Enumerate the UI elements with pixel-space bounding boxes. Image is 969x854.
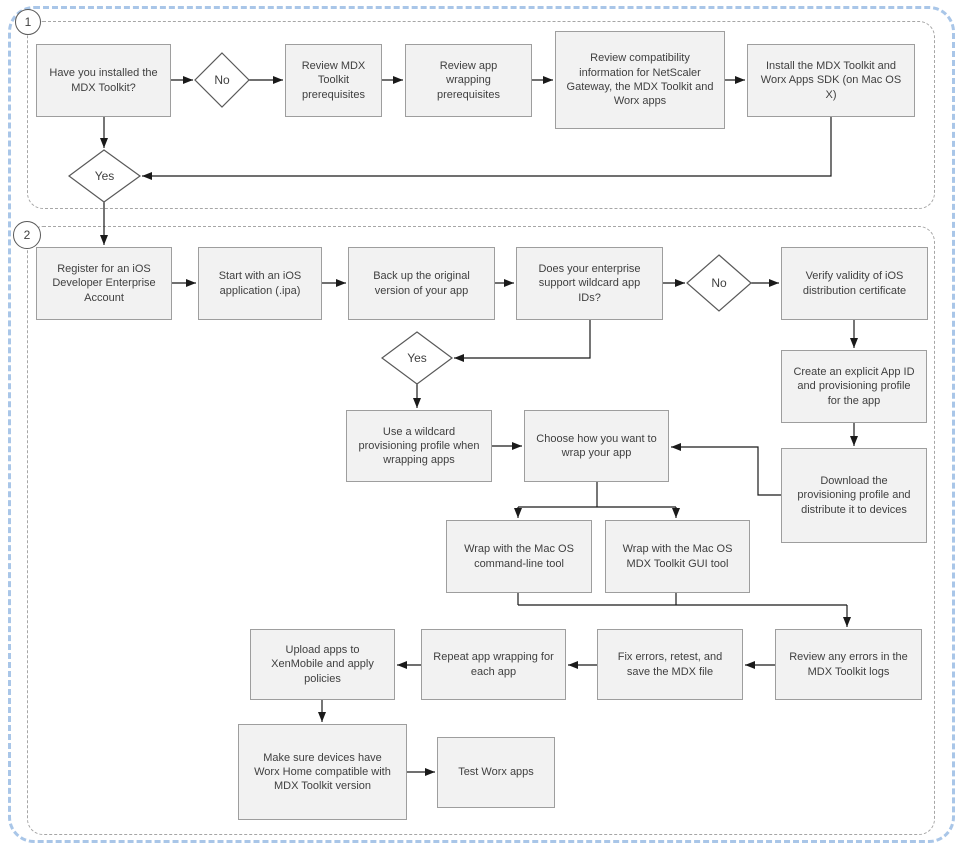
node-register-developer-account: Register for an iOS Developer Enterprise… [36,247,172,320]
node-review-mdx-prerequisites: Review MDX Toolkit prerequisites [285,44,382,117]
node-review-compatibility: Review compatibility information for Net… [555,31,725,129]
node-label: Use a wildcard provisioning profile when… [358,425,480,467]
node-upload-apps: Upload apps to XenMobile and apply polic… [250,629,395,700]
section-1-badge: 1 [15,9,41,35]
decision-yes-1-label: Yes [94,169,115,183]
node-label: Back up the original version of your app [373,270,470,297]
node-label: Review app wrapping prerequisites [437,60,500,101]
node-installed-question: Have you installed the MDX Toolkit? [36,44,171,117]
node-fix-errors: Fix errors, retest, and save the MDX fil… [597,629,743,700]
node-label: Review any errors in the MDX Toolkit log… [789,651,908,678]
node-label: Have you installed the MDX Toolkit? [49,67,158,94]
node-backup-original: Back up the original version of your app [348,247,495,320]
node-label: Does your enterprise support wildcard ap… [538,263,641,304]
node-wildcard-question: Does your enterprise support wildcard ap… [516,247,663,320]
node-repeat-wrapping: Repeat app wrapping for each app [421,629,566,700]
section-2-frame [27,226,935,835]
node-wrap-gui-tool: Wrap with the Mac OS MDX Toolkit GUI too… [605,520,750,593]
section-2-badge: 2 [13,221,41,249]
node-label: Test Worx apps [458,766,534,779]
decision-yes-2-label: Yes [407,351,427,365]
section-1-frame [27,21,935,209]
node-choose-wrap-method: Choose how you want to wrap your app [524,410,669,482]
node-install-sdk: Install the MDX Toolkit and Worx Apps SD… [747,44,915,117]
node-use-wildcard-profile: Use a wildcard provisioning profile when… [346,410,492,482]
node-label: Verify validity of iOS distribution cert… [802,270,907,297]
node-label: Make sure devices have Worx Home compati… [254,751,391,793]
node-download-profile: Download the provisioning profile and di… [781,448,927,543]
node-wrap-command-line: Wrap with the Mac OS command-line tool [446,520,592,593]
node-label: Install the MDX Toolkit and Worx Apps SD… [760,60,902,101]
node-verify-certificate: Verify validity of iOS distribution cert… [781,247,928,320]
node-ensure-worx-home: Make sure devices have Worx Home compati… [238,724,407,820]
decision-no-2-label: No [711,276,727,290]
node-create-app-id: Create an explicit App ID and provisioni… [781,350,927,423]
node-label: Upload apps to XenMobile and apply polic… [271,644,374,685]
node-label: Review MDX Toolkit prerequisites [301,60,366,101]
node-label: Register for an iOS Developer Enterprise… [52,263,156,304]
node-review-errors: Review any errors in the MDX Toolkit log… [775,629,922,700]
node-label: Review compatibility information for Net… [566,52,714,108]
section-1-number: 1 [24,15,32,29]
node-label: Download the provisioning profile and di… [797,475,911,516]
node-label: Choose how you want to wrap your app [536,432,657,459]
node-label: Create an explicit App ID and provisioni… [793,366,915,407]
node-label: Start with an iOS application (.ipa) [218,270,302,297]
outer-dashed-border [8,6,955,843]
node-label: Wrap with the Mac OS MDX Toolkit GUI too… [622,543,733,570]
node-review-wrapping-prerequisites: Review app wrapping prerequisites [405,44,532,117]
node-test-worx-apps: Test Worx apps [437,737,555,808]
node-label: Fix errors, retest, and save the MDX fil… [617,651,723,678]
node-start-ipa: Start with an iOS application (.ipa) [198,247,322,320]
decision-no-1-label: No [214,73,230,87]
node-label: Repeat app wrapping for each app [433,651,554,678]
node-label: Wrap with the Mac OS command-line tool [464,543,574,570]
section-2-number: 2 [23,228,31,242]
